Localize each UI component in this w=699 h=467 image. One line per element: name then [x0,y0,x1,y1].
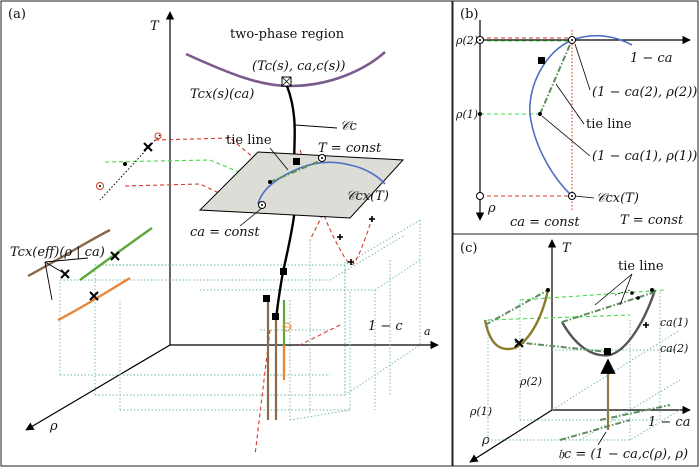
a-axis-conc-label: 1 − c [368,319,403,334]
b-ca-const-label: ca = const [510,215,580,230]
c-ca2-label: ca(2) [660,342,688,355]
panel-b-label: (b) [460,7,478,22]
panel-c-frame [452,233,699,467]
a-coexistence-curve [257,161,386,205]
c-rho2-label: ρ(2) [519,375,542,388]
panel-c: (c) T ρ 1 − ca [460,239,691,463]
b-pt1-label: (1 − ca(1), ρ(1)) [592,149,697,164]
a-crit-point-label: (Tc(s), ca,c(s)) [252,59,345,74]
b-rho2-label: ρ(2) [455,34,478,47]
b-rho1-label: ρ(1) [455,108,478,121]
panel-a: (a) T ρ 1 − c a [8,7,439,456]
c-curve-grey [560,289,657,357]
c-axis-T-label: T [562,241,572,256]
a-curve-brown [27,228,111,278]
b-tie-line-label: tie line [586,117,632,132]
a-dot-marker [123,162,127,166]
c-hc-label: 𝔥c = (1 − ca,c(ρ), ρ) [558,447,688,462]
a-plane-dot-marker [268,180,272,184]
a-effective-cross-markers [60,251,120,301]
b-open-marker-axis-bottom [476,192,484,200]
b-square-marker [538,57,545,64]
b-pt2-label: (1 − ca(2), ρ(2)) [592,85,697,100]
b-axis-rho-label: ρ [487,201,496,216]
c-axis-rho [469,409,553,463]
a-cross-marker-top [143,142,153,152]
a-axis-rho-label: ρ [49,419,58,434]
c-axis-rho-label: ρ [481,433,490,448]
c-green-lines [487,289,666,321]
a-axis-conc-sub: a [424,325,431,338]
a-axis-rho [25,344,171,431]
a-plus-markers [337,216,375,265]
a-tie-line-label: tie line [226,133,272,148]
c-plus-marker [643,322,649,328]
b-tconst-label: T = const [620,213,684,228]
a-two-phase-label: two-phase region [230,27,345,42]
a-tcx-label: Tcx(s)(ca) [190,87,254,102]
a-plane-square-marker [293,158,300,165]
b-coexistence-curve [529,34,633,197]
panel-a-label: (a) [8,7,26,22]
a-tconst-label: T = const [318,141,382,156]
c-black-dotted [614,289,631,296]
a-open-marker-left-c [99,185,101,187]
panel-b: (b) ρ 1 − ca ρ(2) ρ(1) (1 − ca(2), ρ(2)) [455,7,697,230]
c-square-marker [604,348,611,355]
c-rho1-label: ρ(1) [469,405,492,418]
c-guide-box [487,290,681,441]
a-tie-line [269,159,323,183]
a-tconst-plane [198,151,405,219]
a-lower-square-markers [263,268,287,320]
c-tie-line-label: tie line [618,259,664,274]
b-ccx-label: 𝒞cx(T) [596,191,639,206]
panel-a-frame [0,0,453,467]
a-axis-T-label: T [150,19,160,34]
c-tie-lines [484,289,671,441]
b-tie-line [539,39,573,115]
c-dot-markers [546,288,654,300]
a-teff-label: Tcx(eff)(ρ | ca) [10,245,105,260]
a-proj-markers [96,132,162,190]
c-ca1-label: ca(1) [660,316,688,329]
c-axis-conc-label: 1 − ca [648,415,690,430]
panel-c-label: (c) [460,241,477,256]
a-cc-label: 𝒞c [340,119,357,134]
c-curve-olive [483,289,550,351]
b-dot-rho1-axis [478,112,482,116]
a-open-marker-top [154,132,162,140]
a-ca-const-label: ca = const [190,225,260,240]
b-axis-conc-label: 1 − ca [630,51,672,66]
a-effective-curves [27,227,153,322]
panel-b-frame [452,0,699,235]
a-curve-orange [57,276,131,322]
a-teff-pointers [44,257,89,301]
a-guide-box [59,219,421,421]
a-curve-green [79,227,153,281]
b-dot-pt1 [538,112,542,116]
a-lower-verticals [266,300,286,420]
c-cross-marker [514,338,524,348]
a-ccx-label: 𝒞cx(T) [346,189,389,204]
